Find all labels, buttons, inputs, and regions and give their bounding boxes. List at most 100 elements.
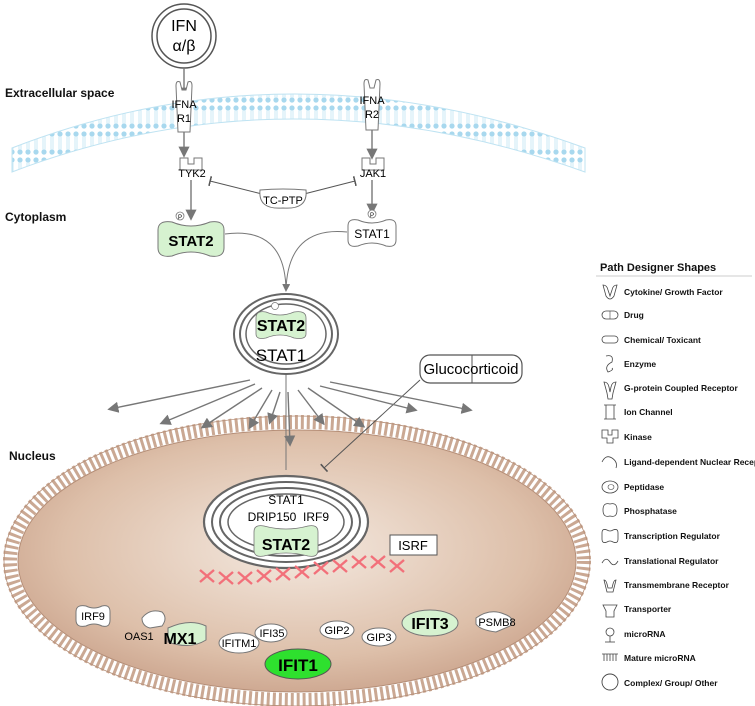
edge-to-oas1 — [159, 383, 256, 425]
nuclear-receptor-icon — [601, 456, 617, 469]
ifnar2-label-line1: IFNA — [359, 95, 385, 107]
legend-item-label: G-protein Coupled Receptor — [624, 383, 739, 393]
target-oas1-label: OAS1 — [124, 631, 153, 643]
legend-item-label: Transporter — [624, 604, 672, 614]
transcription-regulator-icon — [601, 529, 619, 543]
phosphatase-icon — [602, 503, 618, 517]
plasma-membrane — [11, 93, 586, 173]
region-label-nucleus: Nucleus — [9, 449, 56, 463]
tcptp-label: TC-PTP — [263, 195, 303, 207]
tcptp-phosphatase[interactable]: TC-PTP — [259, 188, 307, 209]
region-label-cytoplasm: Cytoplasm — [5, 210, 67, 224]
transporter-icon — [602, 604, 618, 618]
transmembrane-receptor-icon — [603, 579, 617, 593]
nuclear-stat2-label: STAT2 — [262, 537, 310, 554]
stat2-label: STAT2 — [168, 233, 213, 250]
target-ifit3[interactable]: IFIT3 — [401, 609, 459, 637]
nuclear-irf9-label: IRF9 — [303, 510, 329, 524]
ifnar2-label-line2: R2 — [365, 109, 379, 121]
edge-tcptp-tyk2 — [208, 176, 263, 195]
ifn-ligand[interactable]: IFN α/β — [151, 3, 217, 69]
target-gip2[interactable]: GIP2 — [319, 620, 355, 640]
legend-title: Path Designer Shapes — [600, 262, 717, 274]
edge-to-ifit1 — [284, 391, 296, 447]
legend-item-label: Peptidase — [624, 482, 664, 492]
legend-item-label: Cytokine/ Growth Factor — [624, 287, 723, 297]
target-oas1[interactable]: OAS1 — [124, 610, 166, 643]
edge-stat2-complex — [224, 232, 287, 291]
ifnar1-label-line1: IFNA — [171, 99, 197, 111]
isrf-label: ISRF — [398, 538, 428, 553]
edge-to-gip2 — [297, 389, 325, 426]
isrf-element[interactable]: ISRF — [389, 534, 438, 556]
glucocorticoid-label: Glucocorticoid — [423, 361, 518, 378]
complex-icon — [601, 673, 619, 691]
ifn-label-line2: α/β — [173, 38, 196, 55]
target-ifitm1[interactable]: IFITM1 — [218, 632, 260, 654]
legend-item-label: Complex/ Group/ Other — [624, 678, 718, 688]
complex-stat2-label: STAT2 — [257, 318, 305, 335]
inhibition-marks — [199, 555, 405, 585]
legend-item-label: microRNA — [624, 629, 666, 639]
edge-to-ifit3 — [319, 385, 418, 414]
target-irf9[interactable]: IRF9 — [75, 605, 111, 627]
drug-icon — [601, 310, 619, 320]
target-gip3[interactable]: GIP3 — [361, 627, 397, 647]
stat1-cytoplasm[interactable]: P STAT1 — [347, 209, 397, 247]
target-ifitm1-label: IFITM1 — [222, 638, 257, 650]
target-ifit3-label: IFIT3 — [411, 616, 448, 633]
target-psmb8-label: PSMB8 — [478, 617, 515, 629]
target-ifit1[interactable]: IFIT1 — [264, 648, 332, 680]
ifnar2-receptor[interactable]: IFNA R2 — [359, 79, 385, 131]
legend-item-label: Drug — [624, 310, 644, 320]
target-mx1-label: MX1 — [164, 631, 197, 648]
edge-to-ifitm1 — [248, 389, 273, 430]
legend-items: Cytokine/ Growth Factor Drug Chemical/ T… — [601, 284, 755, 691]
ifnar1-receptor[interactable]: IFNA R1 — [171, 81, 197, 133]
nuclear-stat1-label: STAT1 — [268, 493, 304, 507]
target-psmb8[interactable]: PSMB8 — [475, 611, 516, 633]
target-ifi35-label: IFI35 — [259, 628, 284, 640]
tyk2-kinase[interactable]: TYK2 — [178, 157, 206, 180]
edge-to-irf9 — [107, 379, 251, 413]
glucocorticoid-drug[interactable]: Glucocorticoid — [419, 354, 523, 384]
stat1-label: STAT1 — [354, 227, 390, 241]
microrna-icon — [605, 627, 615, 643]
legend-item-label: Transcription Regulator — [624, 531, 721, 541]
nuclear-drip150-label: DRIP150 — [248, 510, 297, 524]
ion-channel-icon — [604, 404, 616, 420]
region-label-extracellular: Extracellular space — [5, 86, 115, 100]
nuclear-complex[interactable]: STAT1 DRIP150 IRF9 STAT2 — [202, 474, 370, 570]
edge-to-gip3 — [307, 387, 366, 428]
cytokine-icon — [602, 284, 618, 300]
stat2-cytoplasm[interactable]: P STAT2 — [157, 211, 225, 257]
legend-item-label: Ion Channel — [624, 407, 673, 417]
mature-microrna-icon — [602, 653, 618, 661]
jak1-label: JAK1 — [360, 168, 386, 180]
legend-item-label: Ligand-dependent Nuclear Receptor — [624, 457, 755, 467]
stat-complex[interactable]: STAT2 STAT1 — [233, 293, 339, 375]
translational-regulator-icon — [601, 558, 619, 566]
legend-item-label: Kinase — [624, 432, 652, 442]
phospho-site-icon — [175, 211, 185, 221]
stat1-phospho-mark: P — [370, 213, 374, 219]
peptidase-icon — [601, 480, 619, 494]
phospho-site-icon — [271, 302, 279, 310]
phospho-site-icon — [367, 209, 377, 219]
legend-item-label: Translational Regulator — [624, 556, 719, 566]
chemical-icon — [601, 335, 619, 344]
target-mx1[interactable]: MX1 — [164, 622, 207, 648]
edge-to-psmb8 — [329, 381, 473, 414]
stat2-phospho-mark: P — [178, 215, 182, 221]
legend-item-label: Chemical/ Toxicant — [624, 335, 701, 345]
target-gip3-label: GIP3 — [366, 632, 391, 644]
legend: Cytokine/ Growth Factor Drug Chemical/ T… — [596, 275, 755, 691]
jak1-kinase[interactable]: JAK1 — [360, 157, 386, 180]
tyk2-label: TYK2 — [178, 168, 206, 180]
enzyme-icon — [605, 355, 613, 373]
legend-item-label: Transmembrane Receptor — [624, 580, 730, 590]
target-ifi35[interactable]: IFI35 — [254, 623, 288, 643]
ifn-label-line1: IFN — [171, 18, 197, 35]
legend-item-label: Phosphatase — [624, 506, 677, 516]
